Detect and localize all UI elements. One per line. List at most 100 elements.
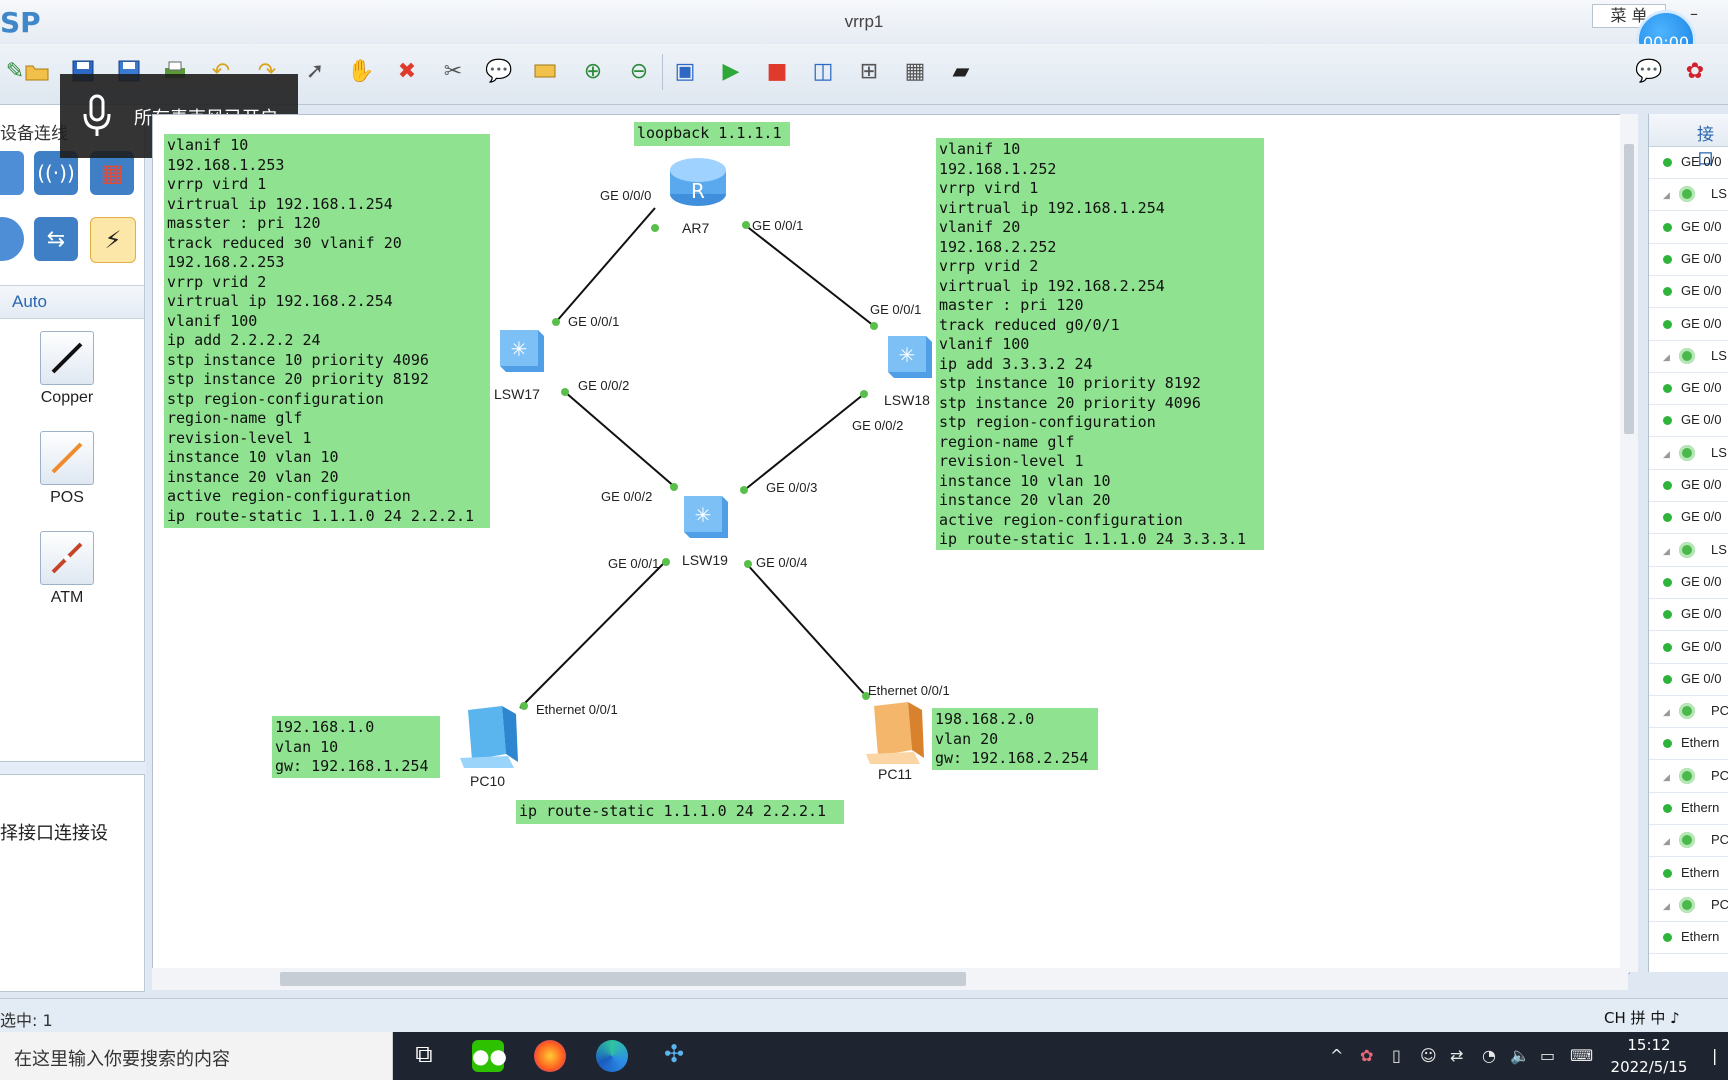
router-ar7-icon[interactable]: R bbox=[668, 154, 728, 210]
atm-cable-button[interactable] bbox=[40, 531, 94, 585]
tray-keyboard-icon[interactable]: ⌨ bbox=[1570, 1046, 1594, 1065]
grid-table-icon[interactable]: ▦ bbox=[904, 58, 926, 84]
interface-row[interactable]: ◢PC bbox=[1649, 695, 1728, 729]
interface-row[interactable]: GE 0/0 bbox=[1649, 372, 1728, 406]
vertical-scrollbar[interactable] bbox=[1620, 114, 1638, 972]
interface-row[interactable]: GE 0/0 bbox=[1649, 275, 1728, 309]
zoom-in-icon[interactable]: ⊕ bbox=[583, 58, 603, 84]
loopback-note[interactable]: loopback 1.1.1.1 bbox=[634, 122, 790, 146]
open-folder-icon[interactable] bbox=[22, 56, 52, 86]
device-status-icon bbox=[1679, 444, 1695, 461]
delete-link-icon[interactable]: ✂ bbox=[443, 58, 463, 84]
vertical-scroll-thumb[interactable] bbox=[1624, 144, 1634, 434]
ensp-taskbar-icon[interactable]: ✣ bbox=[663, 1040, 685, 1068]
interface-row[interactable]: GE 0/0 bbox=[1649, 469, 1728, 502]
tray-battery-icon[interactable]: ▭ bbox=[1540, 1046, 1556, 1065]
huawei-logo-icon[interactable]: ✿ bbox=[1685, 58, 1705, 84]
rectangle-icon[interactable] bbox=[530, 56, 560, 86]
delete-icon[interactable]: ✖ bbox=[397, 58, 417, 84]
interface-row[interactable]: ◢LS bbox=[1649, 178, 1728, 212]
minimize-button[interactable]: – bbox=[1690, 4, 1698, 23]
interface-row[interactable]: ◢LS bbox=[1649, 437, 1728, 470]
capture-icon[interactable]: ◫ bbox=[812, 58, 834, 84]
interface-row[interactable]: GE 0/0 bbox=[1649, 146, 1728, 179]
expand-icon[interactable]: ◢ bbox=[1663, 190, 1670, 201]
interface-row[interactable]: GE 0/0 bbox=[1649, 243, 1728, 276]
horizontal-scrollbar[interactable] bbox=[152, 968, 1628, 990]
copper-cable-button[interactable] bbox=[40, 331, 94, 385]
interface-row[interactable]: Ethern bbox=[1649, 792, 1728, 825]
expand-icon[interactable]: ◢ bbox=[1663, 448, 1670, 459]
tray-flower-icon[interactable]: ✿ bbox=[1360, 1046, 1374, 1065]
router-device-icon[interactable] bbox=[0, 151, 24, 195]
tray-volume-icon[interactable]: 🔈 bbox=[1510, 1046, 1530, 1065]
wechat-icon[interactable]: ●● bbox=[472, 1040, 507, 1072]
interface-row[interactable]: GE 0/0 bbox=[1649, 211, 1728, 244]
print-icon[interactable] bbox=[160, 56, 190, 86]
start-device-icon[interactable]: ▶ bbox=[722, 58, 740, 84]
interface-row[interactable]: GE 0/0 bbox=[1649, 663, 1728, 696]
expand-icon[interactable]: ◢ bbox=[1663, 545, 1670, 556]
interface-row[interactable]: GE 0/0 bbox=[1649, 631, 1728, 664]
expand-icon[interactable]: ◢ bbox=[1663, 771, 1670, 782]
expand-icon[interactable]: ◢ bbox=[1663, 707, 1670, 718]
topology-icon[interactable]: ⊞ bbox=[859, 58, 879, 84]
expand-icon[interactable]: ◢ bbox=[1663, 351, 1670, 362]
interface-row[interactable]: ◢PC bbox=[1649, 889, 1728, 922]
interface-row[interactable]: GE 0/0 bbox=[1649, 501, 1728, 535]
new-icon[interactable]: ✎ bbox=[5, 58, 25, 84]
task-view-icon[interactable]: ⧉ bbox=[415, 1040, 433, 1068]
expand-icon[interactable]: ◢ bbox=[1663, 900, 1670, 911]
interface-row[interactable]: ◢PC bbox=[1649, 824, 1728, 858]
tray-sync-icon[interactable]: ⇄ bbox=[1450, 1046, 1464, 1065]
interface-row[interactable]: GE 0/0 bbox=[1649, 404, 1728, 438]
interface-row[interactable]: Ethern bbox=[1649, 857, 1728, 890]
tray-chevron-icon[interactable]: ^ bbox=[1330, 1046, 1344, 1065]
switch-lsw17-icon[interactable]: ✳ bbox=[492, 324, 546, 378]
interface-row[interactable]: GE 0/0 bbox=[1649, 308, 1728, 341]
pos-cable-button[interactable] bbox=[40, 431, 94, 485]
pc10-icon[interactable] bbox=[458, 704, 522, 770]
interface-row[interactable]: Ethern bbox=[1649, 921, 1728, 955]
link-device-icon[interactable]: ⚡ bbox=[90, 217, 136, 263]
interface-row[interactable]: ◢LS bbox=[1649, 534, 1728, 567]
interface-row[interactable]: GE 0/0 bbox=[1649, 598, 1728, 632]
pc11-icon[interactable] bbox=[864, 700, 928, 766]
stop-device-icon[interactable]: ■ bbox=[766, 58, 788, 84]
switch-lsw19-icon[interactable]: ✳ bbox=[676, 490, 730, 544]
auto-section[interactable]: Auto bbox=[0, 285, 144, 319]
select-pointer-icon[interactable]: ➚ bbox=[305, 58, 325, 84]
interface-row[interactable]: ◢PC bbox=[1649, 760, 1728, 793]
tray-wifi-icon[interactable]: ◔ bbox=[1482, 1046, 1496, 1065]
interface-row[interactable]: ◢LS bbox=[1649, 340, 1728, 373]
switch-lsw18-icon[interactable]: ✳ bbox=[880, 330, 934, 384]
screenshot-icon[interactable]: ▰ bbox=[952, 58, 970, 84]
zoom-out-icon[interactable]: ⊖ bbox=[629, 58, 649, 84]
chat-icon[interactable]: 💬 bbox=[1635, 58, 1663, 84]
interface-row[interactable]: Ethern bbox=[1649, 727, 1728, 761]
route-static-note[interactable]: ip route-static 1.1.1.0 24 2.2.2.1 bbox=[516, 800, 844, 824]
tray-mic-icon[interactable]: ▯ bbox=[1392, 1046, 1401, 1065]
firewall-device-icon[interactable]: ▦ bbox=[90, 151, 134, 195]
fit-window-icon[interactable]: ▣ bbox=[674, 58, 696, 84]
edge-icon[interactable] bbox=[596, 1040, 628, 1072]
expand-icon[interactable]: ◢ bbox=[1663, 836, 1670, 847]
tray-qq-icon[interactable]: ☺ bbox=[1420, 1046, 1437, 1065]
switch-device-icon[interactable]: ⇆ bbox=[34, 217, 78, 261]
menu-button[interactable]: 菜 单 bbox=[1592, 4, 1666, 28]
interface-row[interactable]: GE 0/0 bbox=[1649, 566, 1728, 599]
taskbar-search-box[interactable]: 在这里输入你要搜索的内容 bbox=[0, 1032, 393, 1080]
hand-pan-icon[interactable]: ✋ bbox=[347, 58, 375, 84]
ime-indicator[interactable]: CH 拼 中 ♪ bbox=[1604, 1009, 1680, 1027]
show-desktop-button[interactable]: | bbox=[1712, 1046, 1718, 1065]
horizontal-scroll-thumb[interactable] bbox=[280, 972, 966, 986]
text-note-icon[interactable]: 💬 bbox=[485, 58, 513, 84]
wireless-device-icon[interactable]: ((·)) bbox=[34, 151, 78, 195]
firefox-icon[interactable] bbox=[534, 1040, 566, 1072]
taskbar-clock[interactable]: 15:12 2022/5/15 bbox=[1606, 1034, 1692, 1078]
